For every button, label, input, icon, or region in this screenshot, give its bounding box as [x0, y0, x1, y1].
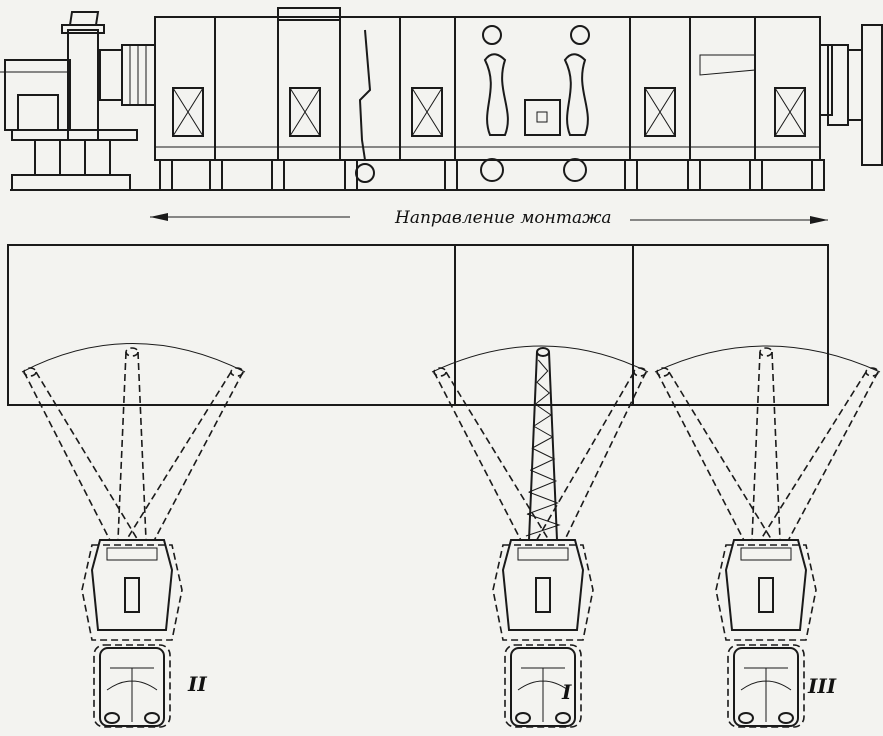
crane-body [501, 539, 585, 631]
counterweight [535, 577, 551, 613]
cross-icon [411, 87, 443, 137]
boom [759, 371, 879, 541]
turntable-outline [492, 544, 594, 641]
boom [433, 371, 550, 541]
boom [23, 371, 139, 541]
crane-position-label: I [562, 680, 572, 704]
counterweight [124, 577, 140, 613]
damper-box [172, 87, 204, 137]
swing-arc [431, 345, 649, 373]
cross-icon [644, 87, 676, 137]
crane [21, 343, 246, 728]
direction-arrows [150, 213, 828, 224]
unit-elevation [0, 7, 883, 191]
wheel [738, 712, 754, 724]
boom-tip [230, 367, 244, 377]
boom [656, 371, 773, 541]
damper-cross [774, 87, 806, 137]
cab [740, 547, 792, 561]
turntable-outline [715, 544, 817, 641]
boom [536, 371, 647, 541]
support-leg [811, 159, 825, 191]
swing-arc [654, 345, 881, 373]
support-leg [444, 159, 458, 191]
damper-box [644, 87, 676, 137]
boom [117, 351, 147, 541]
crane-position-label: III [808, 674, 837, 698]
support-leg [344, 159, 358, 191]
damper-cross [644, 87, 676, 137]
boom [125, 371, 244, 541]
boom-tip [433, 367, 447, 377]
crane-body [90, 539, 174, 631]
damper-cross [172, 87, 204, 137]
boom [751, 351, 781, 541]
truck-cab-lines [740, 667, 792, 722]
cab [106, 547, 158, 561]
support-leg [749, 159, 763, 191]
wheel [515, 712, 531, 724]
truck-chassis [733, 647, 799, 727]
cross-icon [774, 87, 806, 137]
truck-cab-lines [517, 667, 569, 722]
boom-tip [125, 347, 139, 357]
wheel [104, 712, 120, 724]
damper-box [774, 87, 806, 137]
support-leg [159, 159, 173, 191]
crane [431, 345, 649, 728]
cross-icon [172, 87, 204, 137]
truck-cab-lines [106, 667, 158, 722]
wheel [778, 712, 794, 724]
swing-arc [21, 343, 246, 373]
unit-plan [7, 244, 829, 406]
wheel [144, 712, 160, 724]
crane-position-label: II [188, 672, 207, 696]
support-leg [624, 159, 638, 191]
truck-chassis [99, 647, 165, 727]
boom-tip [23, 367, 37, 377]
damper-cross [411, 87, 443, 137]
damper-box [411, 87, 443, 137]
boom-tip [633, 367, 647, 377]
boom-tip [656, 367, 670, 377]
crane [654, 345, 881, 728]
counterweight [758, 577, 774, 613]
crane-body [724, 539, 808, 631]
support-leg [687, 159, 701, 191]
support-leg [209, 159, 223, 191]
boom-tip [759, 347, 773, 357]
cab [517, 547, 569, 561]
boom-tip [865, 367, 879, 377]
mounting-direction-label: Направление монтажа [395, 208, 612, 228]
support-leg [271, 159, 285, 191]
turntable-outline [81, 544, 183, 641]
truck-chassis [510, 647, 576, 727]
boom-tip [536, 347, 550, 357]
damper-cross [289, 87, 321, 137]
damper-box [289, 87, 321, 137]
boom-lattice [525, 359, 561, 537]
cross-icon [289, 87, 321, 137]
fan-unit [0, 11, 156, 191]
wheel [555, 712, 571, 724]
